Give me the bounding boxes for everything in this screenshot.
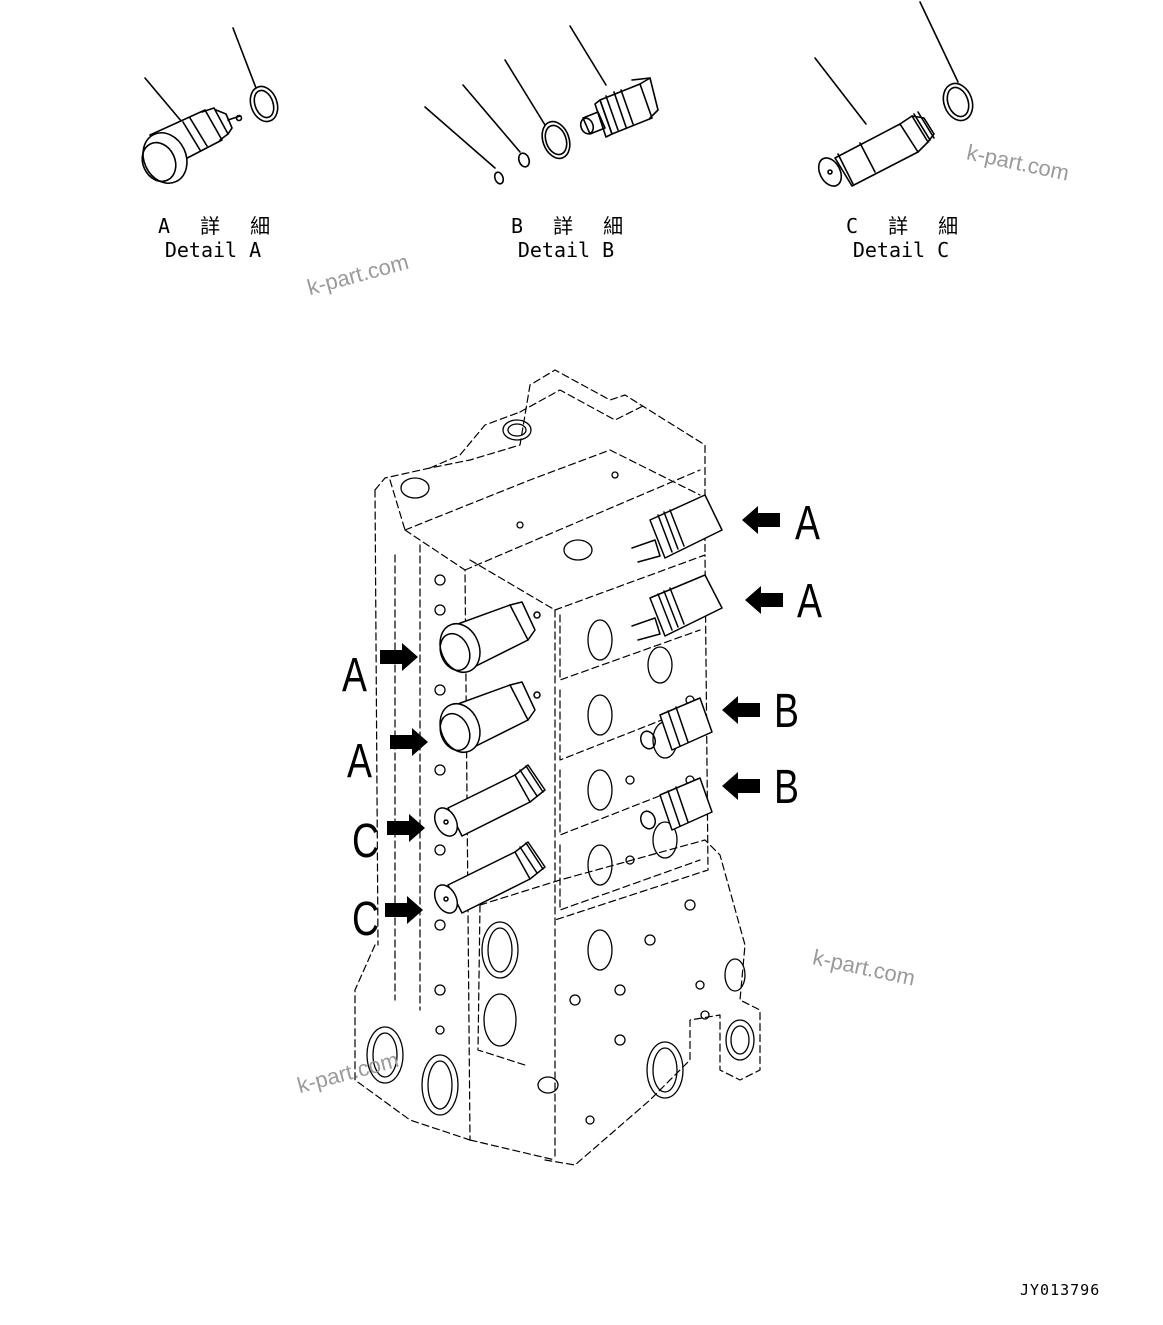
callout-right-1: A	[795, 497, 820, 550]
detail-a-label: A 詳 細 Detail A	[158, 214, 280, 262]
callout-right-4: B	[774, 761, 799, 814]
detail-b-en-label: Detail B	[517, 238, 615, 262]
callout-right-3: B	[774, 685, 799, 738]
callout-right-2: A	[797, 575, 822, 628]
detail-a-en-label: Detail A	[164, 238, 262, 262]
callout-left-1: A	[342, 649, 367, 702]
callout-left-3: C	[352, 815, 380, 868]
callout-left-4: C	[352, 893, 380, 946]
control-valve-assembly	[354, 369, 761, 1166]
drawing-code: JY013796	[1020, 1281, 1101, 1299]
detail-c-en-label: Detail C	[852, 238, 950, 262]
detail-b-label: B 詳 細 Detail B	[511, 214, 633, 262]
detail-c-drawing	[814, 1, 974, 187]
detail-a-drawing	[141, 27, 279, 184]
right-relief-valves	[631, 494, 723, 831]
detail-c-label: C 詳 細 Detail C	[846, 214, 968, 262]
detail-b-jp-label: B 詳 細	[511, 214, 633, 238]
callout-arrows-left	[380, 643, 428, 924]
detail-a-jp-label: A 詳 細	[158, 214, 280, 238]
detail-b-drawing	[424, 25, 659, 185]
callout-left-2: A	[347, 735, 372, 788]
left-relief-valves	[433, 601, 546, 914]
port-holes	[366, 419, 755, 1125]
callout-arrows-right	[722, 506, 783, 800]
detail-c-jp-label: C 詳 細	[846, 214, 968, 238]
